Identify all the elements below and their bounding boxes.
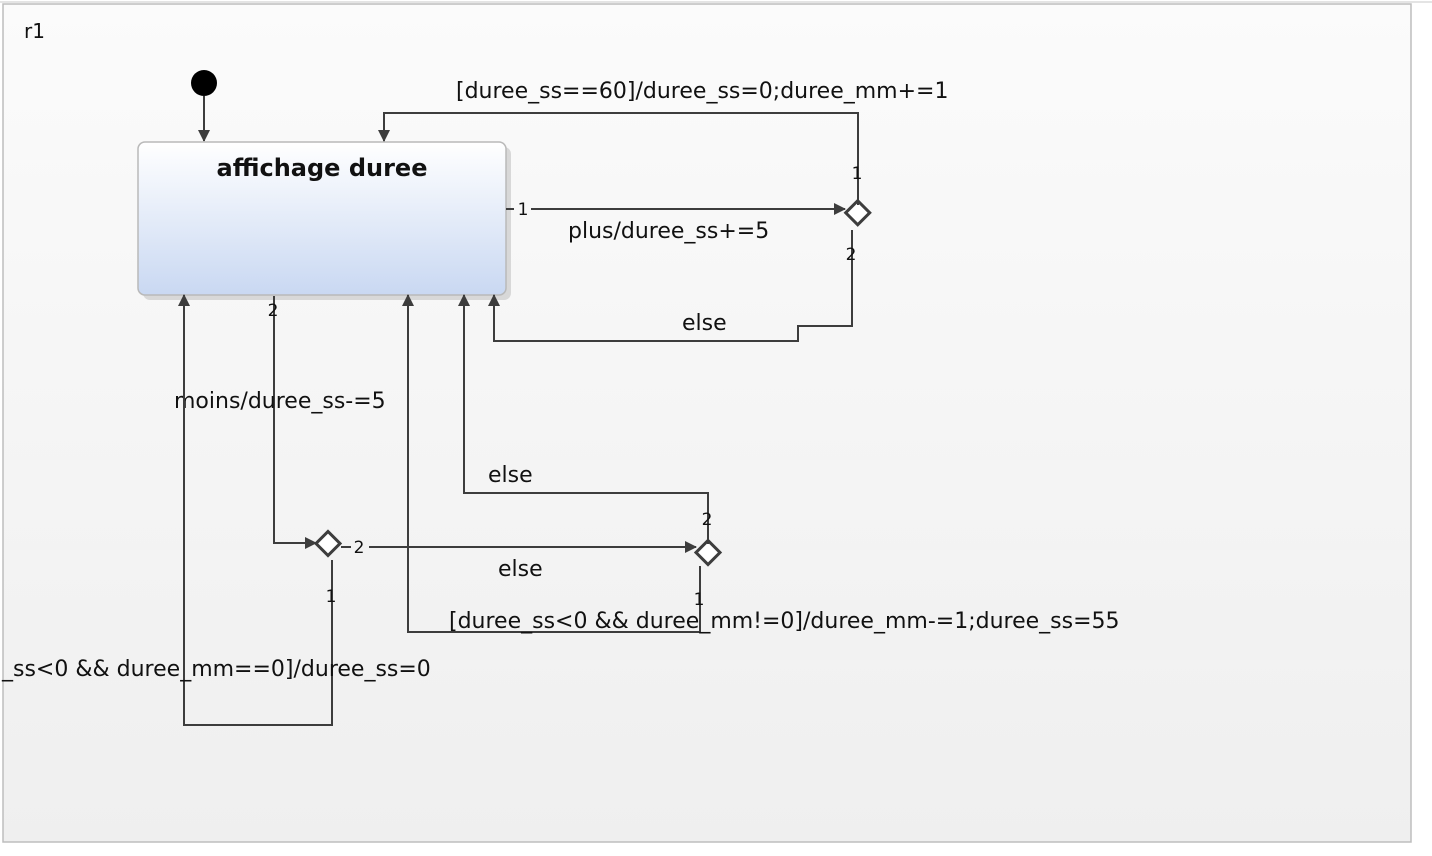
choice-node-plus[interactable] xyxy=(843,198,872,227)
label-mm-increment[interactable]: [duree_ss==60]/duree_ss=0;duree_mm+=1 xyxy=(456,79,948,104)
label-else-top[interactable]: else xyxy=(682,311,727,336)
priority-choice-b-2: 2 xyxy=(354,538,365,558)
priority-plus: 1 xyxy=(518,200,529,220)
priority-choice-b-1: 1 xyxy=(326,587,337,607)
initial-state[interactable] xyxy=(191,70,217,96)
state-affichage-duree[interactable]: affichage duree xyxy=(137,141,511,300)
region-r1[interactable] xyxy=(2,3,1412,843)
label-reset-zero[interactable]: _ss<0 && duree_mm==0]/duree_ss=0 xyxy=(1,657,431,682)
label-else-middle[interactable]: else xyxy=(498,557,543,582)
region-name: r1 xyxy=(24,19,45,43)
priority-choice-a-2: 2 xyxy=(846,245,857,265)
transition-else-bottom-right[interactable] xyxy=(458,294,709,544)
choice-node-moins[interactable] xyxy=(313,529,343,558)
priority-choice-c-1: 1 xyxy=(694,590,705,610)
transition-moins[interactable] xyxy=(273,296,317,549)
transition-mm-increment[interactable] xyxy=(378,112,859,205)
label-else-bottom-right[interactable]: else xyxy=(488,463,533,488)
priority-choice-c-2: 2 xyxy=(702,510,713,530)
label-mm-decrement[interactable]: [duree_ss<0 && duree_mm!=0]/duree_mm-=1;… xyxy=(449,609,1120,634)
transition-mm-decrement[interactable] xyxy=(402,294,701,633)
transition-else-top[interactable] xyxy=(488,230,853,342)
label-moins[interactable]: moins/duree_ss-=5 xyxy=(174,389,386,414)
state-name: affichage duree xyxy=(217,154,428,182)
choice-node-mm[interactable] xyxy=(693,538,723,567)
priority-moins: 2 xyxy=(268,301,279,321)
label-plus[interactable]: plus/duree_ss+=5 xyxy=(568,219,769,244)
transition-reset-zero[interactable] xyxy=(178,294,333,726)
priority-choice-a-1: 1 xyxy=(852,164,863,184)
state-body xyxy=(137,141,507,296)
